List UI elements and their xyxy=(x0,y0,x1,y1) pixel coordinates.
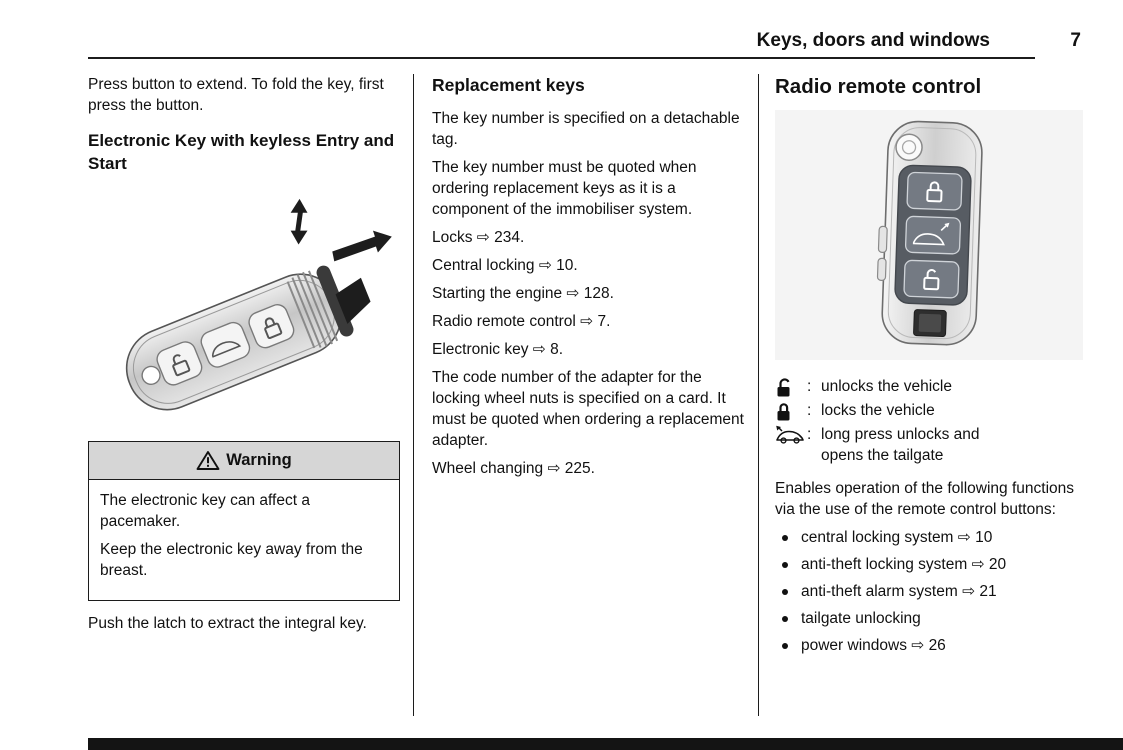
paragraph: Locks ⇨ 234. xyxy=(432,229,525,246)
column-divider xyxy=(413,74,414,716)
list-item-text: anti-theft alarm system ⇨ 21 xyxy=(801,583,997,600)
tailgate-icon xyxy=(775,424,807,445)
middle-section-heading: Replacement keys xyxy=(432,75,585,95)
header-rule xyxy=(88,57,1035,59)
middle-column: Replacement keys The key number is speci… xyxy=(432,74,745,486)
chapter-title: Keys, doors and windows xyxy=(756,30,990,51)
flip-key-illustration xyxy=(775,110,1083,360)
bullet-icon xyxy=(782,643,788,649)
legend-label: long press unlocks and opens the tailgat… xyxy=(821,426,980,464)
list-item-text: central locking system ⇨ 10 xyxy=(801,529,993,546)
legend-label: locks the vehicle xyxy=(821,402,935,419)
bullet-icon xyxy=(782,562,788,568)
warning-box: Warning The electronic key can affect a … xyxy=(88,441,400,601)
paragraph: The key number must be quoted when order… xyxy=(432,159,697,218)
page-number: 7 xyxy=(1070,30,1081,51)
column-divider xyxy=(758,74,759,716)
list-item-text: anti-theft locking system ⇨ 20 xyxy=(801,556,1007,573)
warning-line: Keep the electronic key away from the br… xyxy=(100,541,363,579)
page-bottom-edge xyxy=(88,738,1123,750)
left-outro-text: Push the latch to extract the integral k… xyxy=(88,615,367,632)
keyless-fob-illustration xyxy=(88,185,400,433)
warning-body: The electronic key can affect a pacemake… xyxy=(89,480,399,600)
legend-colon: : xyxy=(807,402,812,419)
paragraph: Central locking ⇨ 10. xyxy=(432,257,578,274)
warning-header: Warning xyxy=(89,442,399,480)
paragraph: Starting the engine ⇨ 128. xyxy=(432,285,614,302)
list-item: anti-theft alarm system ⇨ 21 xyxy=(775,581,1083,602)
flip-key-drawing xyxy=(876,120,983,346)
paragraph: Electronic key ⇨ 8. xyxy=(432,341,564,358)
keyless-fob-drawing xyxy=(125,198,392,411)
right-column: Radio remote control xyxy=(775,74,1083,662)
lock-icon xyxy=(775,400,807,423)
button-legend: : unlocks the vehicle : locks the vehicl… xyxy=(775,376,1083,466)
right-intro-text: Enables operation of the following funct… xyxy=(775,480,1075,518)
left-column: Press button to extend. To fold the key,… xyxy=(88,74,400,641)
bullet-icon xyxy=(782,616,788,622)
bullet-icon xyxy=(782,535,788,541)
left-intro-text: Press button to extend. To fold the key,… xyxy=(88,76,384,114)
list-item: tailgate unlocking xyxy=(775,608,1083,629)
unlock-icon xyxy=(775,376,807,399)
remote-functions-list: central locking system ⇨ 10 anti-theft l… xyxy=(775,527,1083,656)
bullet-icon xyxy=(782,589,788,595)
list-item-text: power windows ⇨ 26 xyxy=(801,637,946,654)
list-item: central locking system ⇨ 10 xyxy=(775,527,1083,548)
list-item: anti-theft locking system ⇨ 20 xyxy=(775,554,1083,575)
left-section-heading: Electronic Key with keyless Entry and St… xyxy=(88,131,395,173)
legend-colon: : xyxy=(807,378,812,395)
paragraph: The code number of the adapter for the l… xyxy=(432,369,744,449)
warning-title: Warning xyxy=(226,451,292,469)
paragraph: Radio remote control ⇨ 7. xyxy=(432,313,611,330)
warning-line: The electronic key can affect a pacemake… xyxy=(100,492,310,530)
paragraph: Wheel changing ⇨ 225. xyxy=(432,460,595,477)
legend-colon: : xyxy=(807,426,812,443)
list-item: power windows ⇨ 26 xyxy=(775,635,1083,656)
warning-triangle-icon xyxy=(196,451,220,470)
right-section-heading: Radio remote control xyxy=(775,75,982,98)
legend-row-tailgate: : long press unlocks and opens the tailg… xyxy=(775,424,1083,466)
legend-row-lock: : locks the vehicle xyxy=(775,400,1083,423)
legend-row-unlock: : unlocks the vehicle xyxy=(775,376,1083,399)
list-item-text: tailgate unlocking xyxy=(801,610,921,627)
paragraph: The key number is specified on a detacha… xyxy=(432,110,740,148)
legend-label: unlocks the vehicle xyxy=(821,378,952,395)
